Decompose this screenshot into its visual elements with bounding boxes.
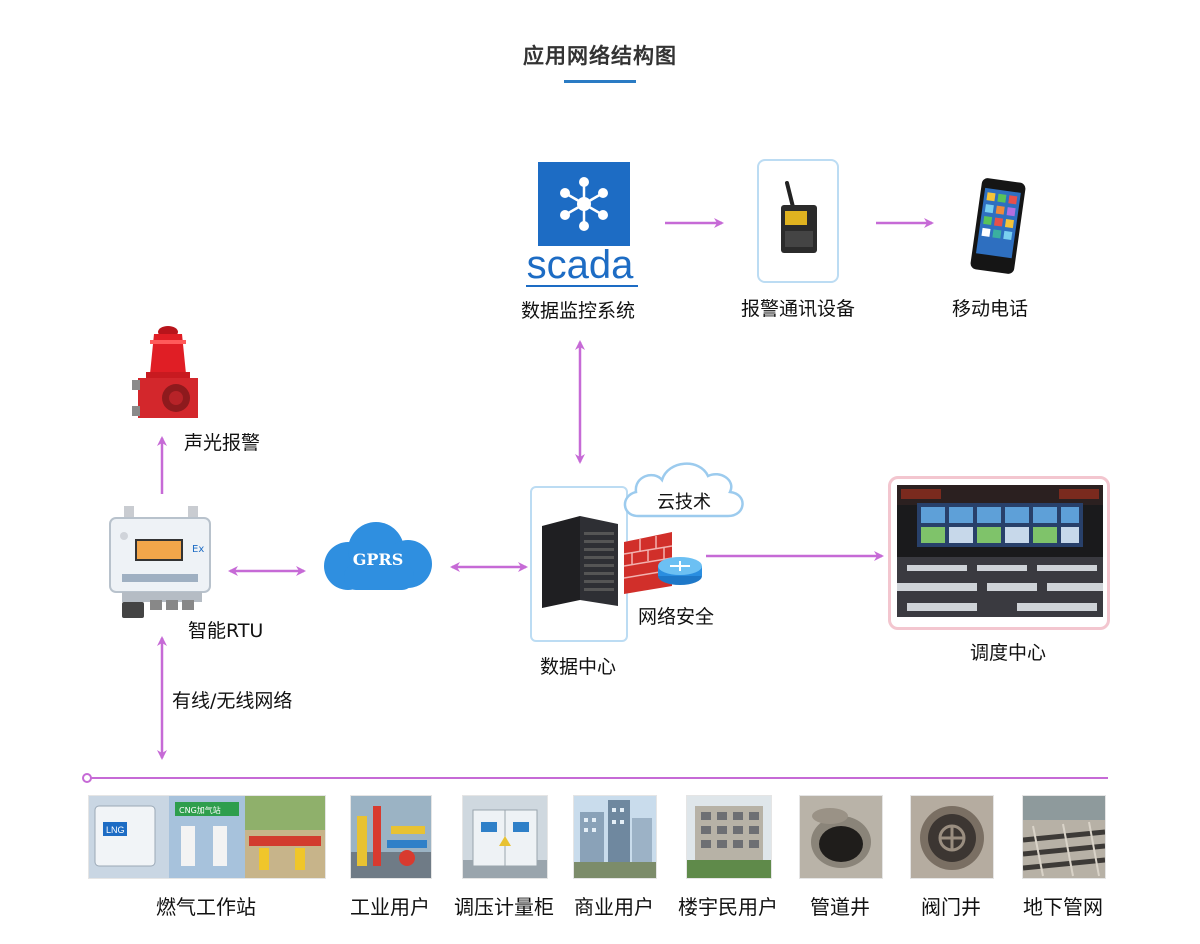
bottom-items: LNG CNG加气站 燃气工作站 工业用户 — [0, 795, 1200, 935]
bottom-item-label: 楼宇民用户 — [678, 895, 778, 919]
dispatch-node[interactable] — [888, 476, 1110, 630]
scada-underline — [526, 285, 638, 287]
rtu-node[interactable]: Ex — [108, 506, 212, 620]
bottom-item-industrial[interactable]: 工业用户 — [350, 795, 432, 919]
firewall-router-icon[interactable] — [620, 528, 704, 598]
server-rack-icon — [542, 516, 618, 608]
gas-station-photo: LNG CNG加气站 — [88, 795, 326, 879]
bottom-item-underground[interactable]: 地下管网 — [1022, 795, 1106, 919]
beacon-label: 声光报警 — [184, 432, 261, 454]
bus-start-dot — [82, 773, 92, 783]
rtu-label: 智能RTU — [188, 620, 264, 642]
scada-node[interactable]: scada — [518, 162, 642, 288]
alarm-comm-node[interactable] — [757, 159, 839, 283]
bottom-item-label: 地下管网 — [1023, 895, 1103, 919]
cloud-outline-icon — [623, 462, 744, 518]
lng-badge: LNG — [106, 825, 125, 835]
gprs-node[interactable]: GPRS — [314, 520, 442, 594]
smartphone-icon[interactable] — [968, 176, 1028, 276]
manhole-photo — [799, 795, 883, 879]
alarm-comm-label: 报警通讯设备 — [741, 298, 856, 320]
gsm-modem-icon — [781, 181, 817, 253]
net-security-label: 网络安全 — [638, 606, 715, 628]
network-link-label: 有线/无线网络 — [172, 690, 293, 712]
datacenter-node[interactable] — [530, 486, 628, 642]
bottom-item-label: 阀门井 — [921, 895, 981, 919]
control-room-icon — [897, 485, 1103, 617]
cloud-tech-label: 云技术 — [657, 492, 711, 513]
gprs-label: GPRS — [352, 550, 404, 569]
page-title: 应用网络结构图 — [523, 44, 677, 68]
rtu-box-icon: Ex — [109, 506, 211, 618]
dispatch-label: 调度中心 — [970, 642, 1047, 664]
mobile-label: 移动电话 — [952, 298, 1029, 320]
scada-logo-text: scada — [526, 243, 634, 287]
cng-badge: CNG加气站 — [179, 805, 221, 815]
bottom-item-label: 调压计量柜 — [454, 895, 554, 919]
bottom-item-regulator[interactable]: 调压计量柜 — [454, 795, 554, 919]
industrial-pipes-photo — [350, 795, 432, 879]
title-underline — [564, 80, 636, 83]
datacenter-label: 数据中心 — [540, 656, 617, 678]
bottom-item-label: 燃气工作站 — [156, 895, 256, 919]
alarm-beacon-icon[interactable] — [128, 322, 208, 422]
bottom-item-manhole[interactable]: 管道井 — [799, 795, 883, 919]
valve-well-photo — [910, 795, 994, 879]
cloud-icon — [324, 522, 432, 590]
rtu-ex-mark: Ex — [192, 544, 204, 555]
cloud-tech-node[interactable]: 云技术 — [616, 454, 752, 524]
scada-logo-icon — [538, 162, 630, 246]
underground-pipe-photo — [1022, 795, 1106, 879]
bottom-item-label: 工业用户 — [350, 895, 430, 919]
bottom-item-gas-station[interactable]: LNG CNG加气站 燃气工作站 — [88, 795, 326, 919]
regulator-cabinet-photo — [462, 795, 548, 879]
bottom-item-label: 商业用户 — [574, 895, 654, 919]
scada-label: 数据监控系统 — [521, 300, 636, 322]
bottom-item-label: 管道井 — [810, 895, 870, 919]
bottom-item-valve-well[interactable]: 阀门井 — [910, 795, 994, 919]
bottom-item-commercial[interactable]: 商业用户 — [573, 795, 657, 919]
commercial-building-photo — [573, 795, 657, 879]
bottom-item-residential[interactable]: 楼宇民用户 — [678, 795, 778, 919]
residential-building-photo — [686, 795, 772, 879]
